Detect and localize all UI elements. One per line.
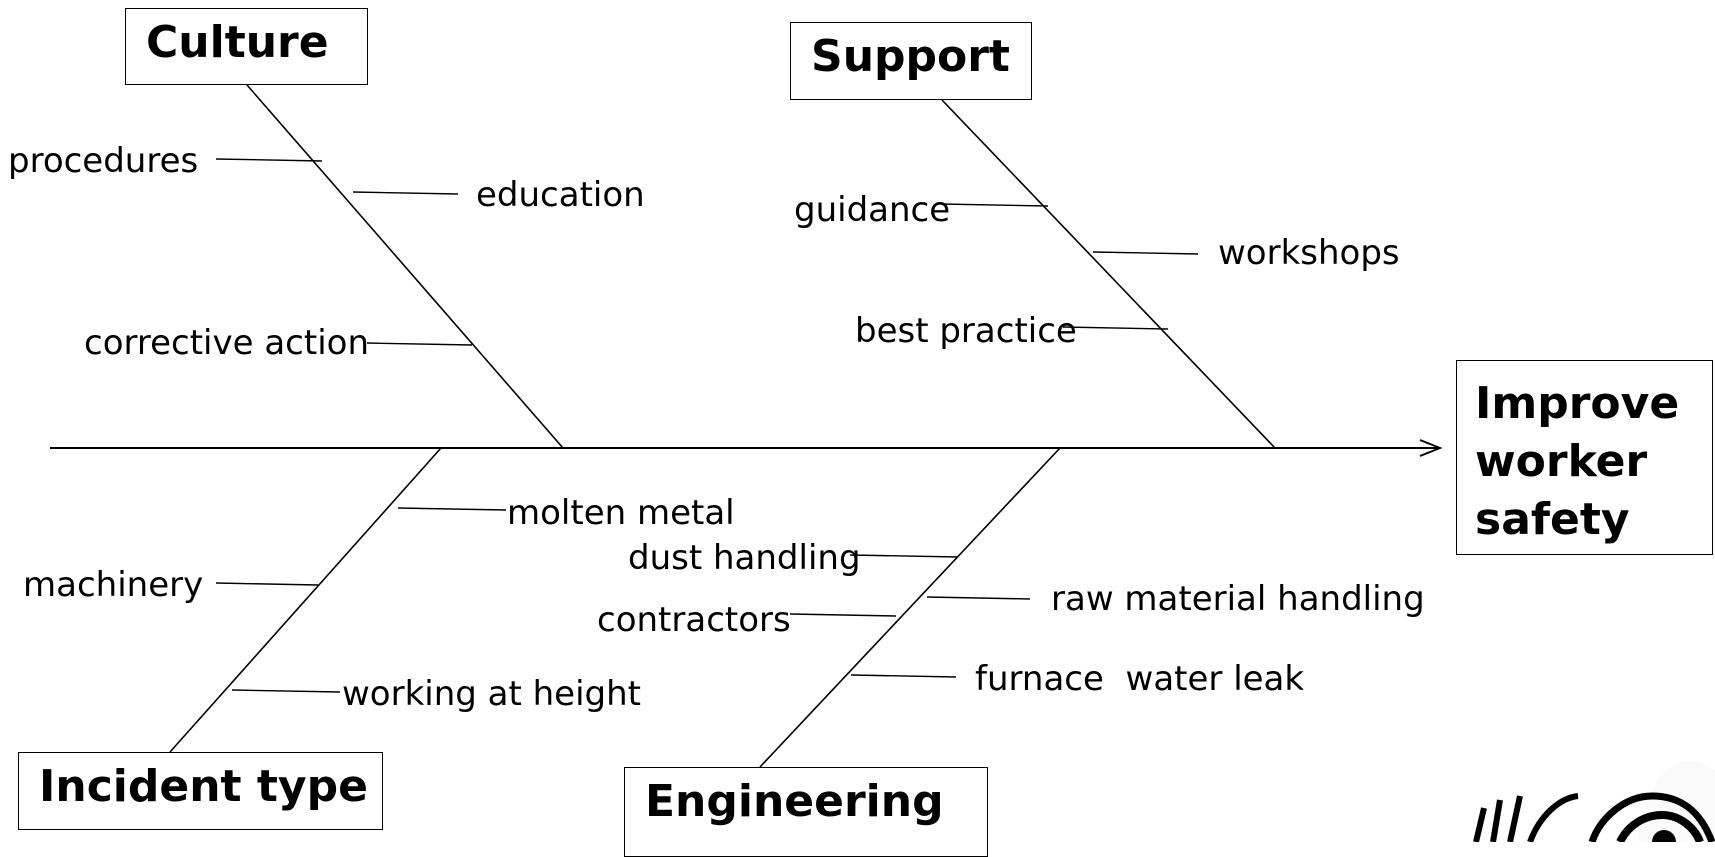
cause-best-practice: best practice [855,311,1077,351]
molten-metal-connector [397,507,507,511]
cause-furnace-water-leak: furnace water leak [975,659,1305,699]
cause-molten-metal: molten metal [507,493,735,533]
cause-education: education [476,175,645,215]
effect-text: Improve worker safety [1457,361,1712,549]
cause-procedures: procedures [8,141,199,181]
engineering-bone [759,447,1061,768]
contractors-connector [789,613,897,617]
category-title-engineering: Engineering [645,776,944,827]
workshops-connector [1092,251,1199,255]
category-title-support: Support [811,31,1010,82]
effect-line-3: safety [1475,494,1630,545]
cause-workshops: workshops [1218,233,1400,273]
cause-guidance: guidance [794,190,951,230]
best-practice-connector [1062,326,1169,330]
category-title-incident-type: Incident type [39,761,368,812]
cause-raw-material-handling: raw material handling [1051,579,1425,619]
effect-line-2: worker [1475,436,1648,487]
category-title-culture: Culture [146,17,329,68]
category-box-incident-type: Incident type [18,752,383,830]
education-connector [352,191,459,195]
effect-line-1: Improve [1475,378,1680,429]
furnace-water-leak-connector [850,674,957,678]
working-at-height-connector [231,689,341,693]
procedures-connector [215,158,323,162]
category-box-engineering: Engineering [624,767,988,857]
category-box-support: Support [790,22,1032,100]
category-box-culture: Culture [125,8,368,85]
effect-box: Improve worker safety [1456,360,1713,555]
eye-logo-icon [1473,761,1715,842]
cause-contractors: contractors [597,600,791,640]
cause-machinery: machinery [23,565,204,605]
guidance-connector [940,203,1049,207]
dust-handling-connector [849,554,959,558]
raw-material-handling-connector [926,596,1031,600]
cause-working-at-height: working at height [342,674,642,714]
cause-dust-handling: dust handling [628,538,861,578]
machinery-connector [215,582,319,586]
corrective-action-connector [366,342,473,346]
incident-type-bone [169,447,442,753]
support-bone [941,99,1276,449]
culture-bone [246,84,564,449]
cause-corrective-action: corrective action [84,323,369,363]
